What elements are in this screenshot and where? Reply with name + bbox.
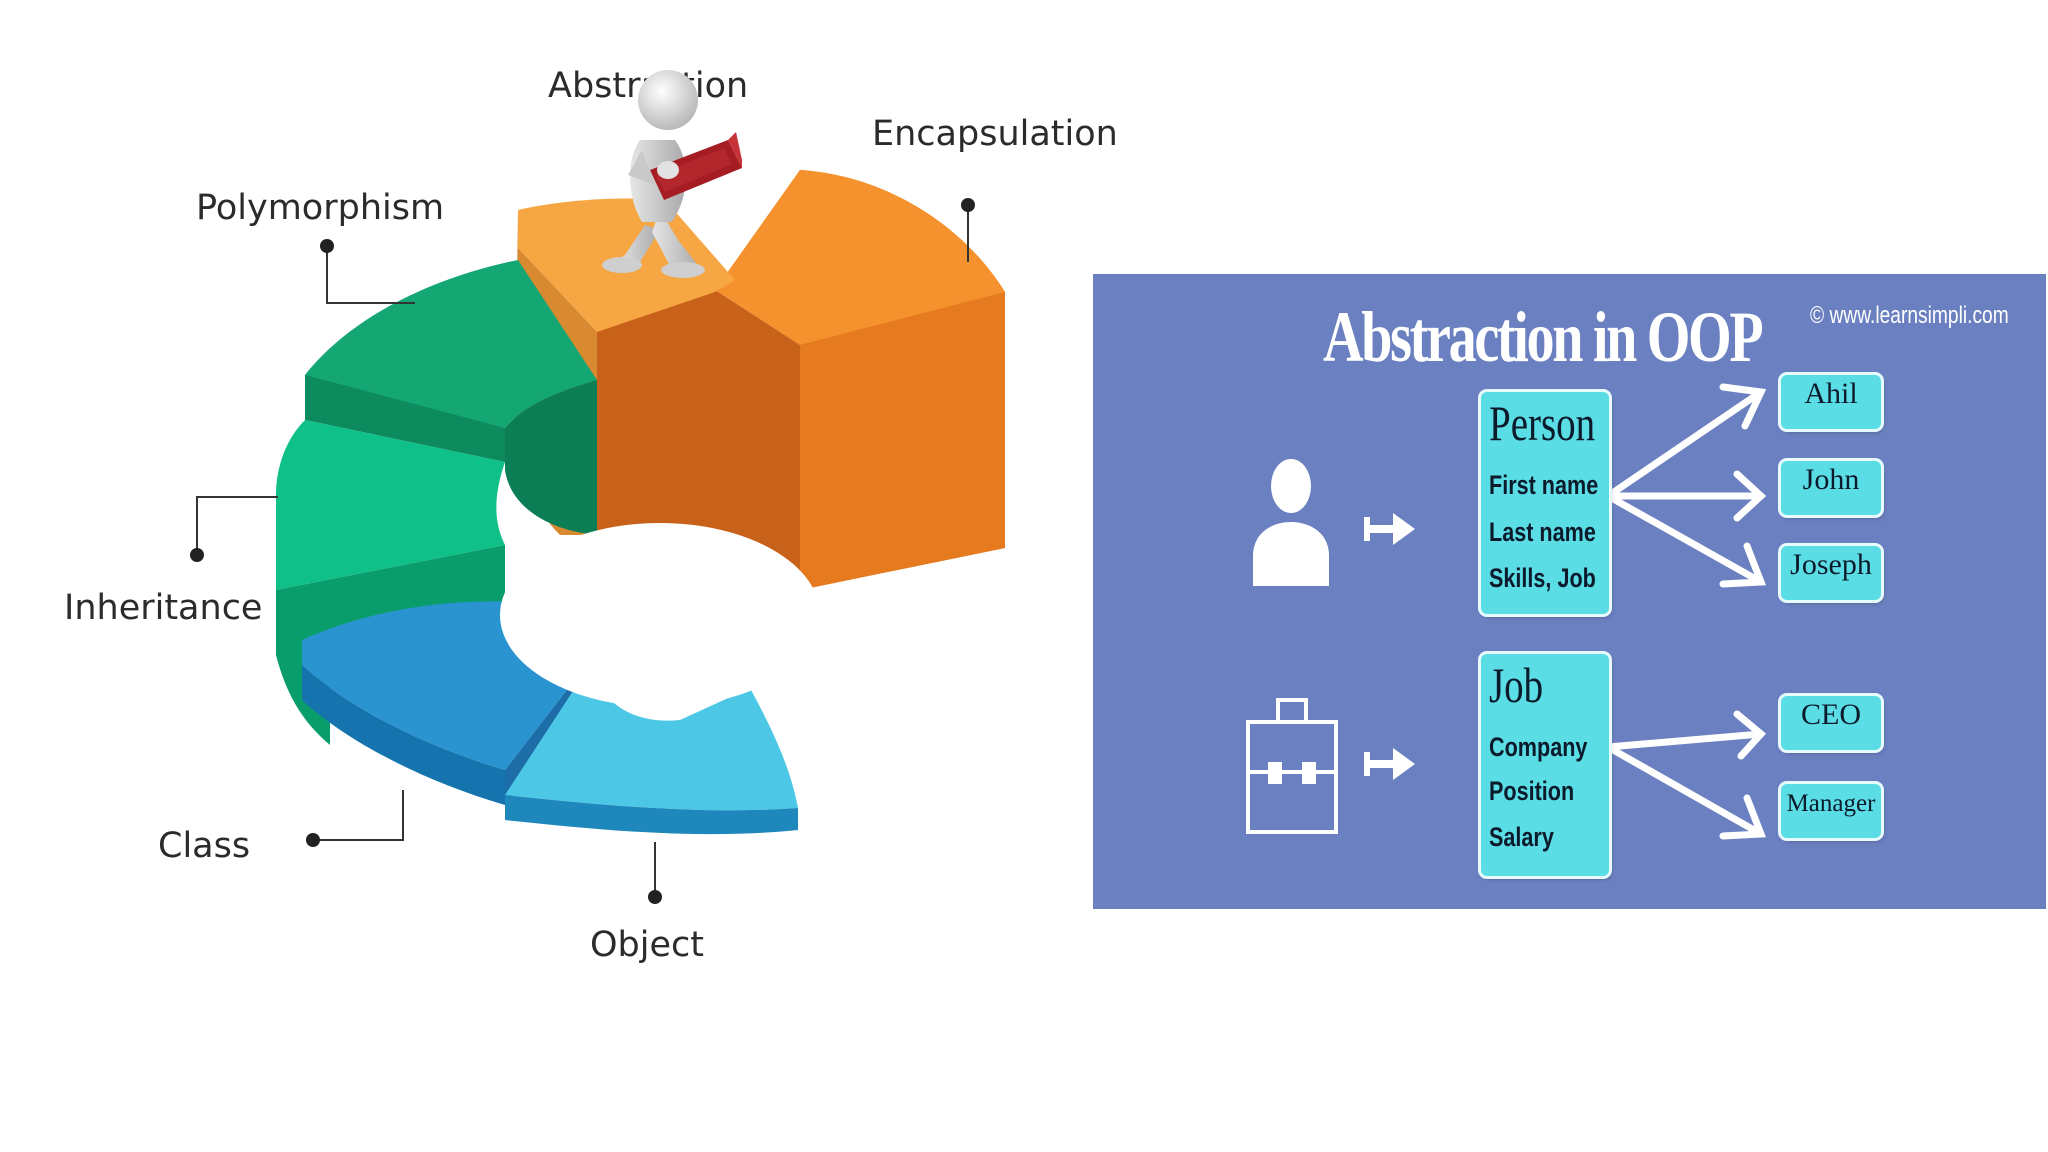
person-field: First name	[1489, 470, 1599, 500]
person-class-title: Person	[1489, 395, 1596, 451]
label-polymorphism: Polymorphism	[196, 188, 445, 228]
segment-encapsulation	[597, 170, 1005, 590]
instance-box-ceo: CEO	[1781, 696, 1881, 750]
person-field: Last name	[1489, 517, 1596, 547]
connector-lines	[196, 205, 969, 897]
instance-box-ahil: Ahil	[1781, 375, 1881, 429]
instance-label: John	[1802, 463, 1860, 496]
abstraction-panel: Abstraction in OOP © www.learnsimpli.com	[1093, 274, 2046, 909]
job-instance-arrows	[1604, 710, 1767, 840]
job-class-box: Job Company Position Salary	[1481, 654, 1609, 876]
label-inheritance: Inheritance	[64, 588, 263, 628]
label-object: Object	[590, 925, 704, 965]
ring-center-hole	[500, 523, 820, 707]
reading-person-icon	[602, 70, 742, 278]
job-field: Salary	[1489, 822, 1554, 852]
label-class: Class	[158, 826, 251, 866]
arrow-person-icon	[1364, 513, 1415, 545]
person-icon	[1253, 459, 1329, 586]
instance-box-joseph: Joseph	[1781, 546, 1881, 600]
segment-polymorphism	[305, 260, 597, 535]
instance-label: Manager	[1786, 790, 1876, 817]
oop-ring-diagram	[190, 170, 1005, 904]
briefcase-icon	[1246, 698, 1338, 834]
panel-graphics	[1246, 383, 1767, 840]
label-encapsulation: Encapsulation	[872, 114, 1118, 154]
person-field: Skills, Job	[1489, 563, 1596, 593]
person-instance-arrows	[1604, 383, 1767, 588]
instance-label: Joseph	[1790, 548, 1872, 581]
arrow-job-icon	[1364, 748, 1415, 780]
segment-inheritance	[275, 420, 505, 745]
job-field: Company	[1489, 732, 1588, 762]
instance-label: CEO	[1801, 698, 1861, 731]
panel-title: Abstraction in OOP	[1323, 297, 1764, 377]
job-class-title: Job	[1489, 657, 1544, 713]
instance-box-manager: Manager	[1781, 784, 1881, 838]
connector-dots	[190, 198, 975, 904]
panel-credit: © www.learnsimpli.com	[1810, 302, 2009, 329]
instance-label: Ahil	[1804, 377, 1858, 410]
job-field: Position	[1489, 776, 1575, 806]
person-class-box: Person First name Last name Skills, Job	[1481, 392, 1609, 614]
segment-object	[505, 665, 798, 835]
instance-box-john: John	[1781, 461, 1881, 515]
